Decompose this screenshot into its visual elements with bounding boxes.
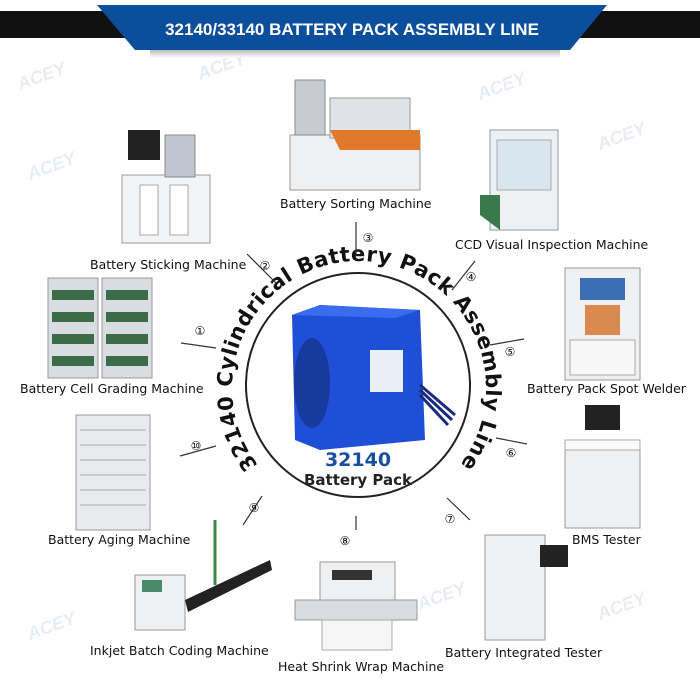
station-number: ③ — [363, 231, 374, 245]
pack-model: 32140 — [325, 449, 391, 471]
svg-text:ACEY: ACEY — [24, 147, 81, 184]
station-8: ⑧ Heat Shrink Wrap Machine — [278, 534, 444, 674]
station-label: CCD Visual Inspection Machine — [455, 237, 649, 252]
station-number: ④ — [466, 270, 477, 284]
station-number: ⑩ — [191, 439, 202, 453]
spot-welder-image — [564, 267, 641, 381]
svg-text:ACEY: ACEY — [414, 577, 471, 614]
station-number: ⑧ — [340, 534, 351, 548]
connector-lines — [179, 222, 528, 530]
station-number: ⑨ — [249, 501, 260, 515]
ccd-inspection-machine-image — [480, 129, 559, 231]
grading-machine-image — [47, 277, 153, 379]
header-banner: 32140/33140 BATTERY PACK ASSEMBLY LINE — [0, 5, 700, 58]
integrated-tester-image — [484, 534, 568, 641]
station-label: Battery Sticking Machine — [90, 257, 247, 272]
station-number: ⑥ — [506, 446, 517, 460]
svg-text:ACEY: ACEY — [24, 607, 81, 644]
station-10: ⑩ Battery Aging Machine — [48, 414, 202, 547]
station-2: ② Battery Sticking Machine — [90, 130, 270, 273]
station-label: BMS Tester — [572, 532, 642, 547]
aging-machine-image — [75, 414, 151, 531]
inkjet-coder-image — [134, 520, 272, 631]
station-label: Battery Integrated Tester — [445, 645, 603, 660]
sticking-machine-image — [121, 130, 211, 244]
battery-pack-image — [292, 305, 456, 450]
station-label: Heat Shrink Wrap Machine — [278, 659, 444, 674]
svg-text:ACEY: ACEY — [594, 587, 651, 624]
station-7: ⑦ Battery Integrated Tester — [445, 512, 603, 660]
bms-tester-image — [564, 405, 641, 529]
svg-text:ACEY: ACEY — [14, 57, 71, 94]
header-blue-ribbon — [97, 5, 607, 50]
station-number: ① — [195, 324, 206, 338]
station-9: ⑨ Inkjet Batch Coding Machine — [90, 501, 272, 658]
station-label: Battery Aging Machine — [48, 532, 191, 547]
station-number: ② — [260, 259, 271, 273]
station-6: ⑥ BMS Tester — [506, 405, 642, 547]
svg-text:ACEY: ACEY — [594, 117, 651, 154]
station-5: ⑤ Battery Pack Spot Welder — [505, 267, 687, 396]
station-number: ⑦ — [445, 512, 456, 526]
pack-name: Battery Pack — [304, 471, 413, 489]
station-label: Battery Sorting Machine — [280, 196, 432, 211]
center-ring: 32140 Cylindrical Battery Pack Assembly … — [213, 242, 505, 498]
station-1: ① Battery Cell Grading Machine — [20, 277, 206, 396]
station-label: Inkjet Batch Coding Machine — [90, 643, 269, 658]
svg-text:ACEY: ACEY — [474, 67, 531, 104]
page-title: 32140/33140 BATTERY PACK ASSEMBLY LINE — [165, 20, 539, 39]
ring-circle — [245, 272, 471, 498]
sorting-machine-image — [289, 79, 421, 191]
station-number: ⑤ — [505, 345, 516, 359]
station-label: Battery Pack Spot Welder — [527, 381, 687, 396]
station-label: Battery Cell Grading Machine — [20, 381, 204, 396]
station-4: ④ CCD Visual Inspection Machine — [455, 129, 649, 284]
station-3: ③ Battery Sorting Machine — [280, 79, 432, 245]
heat-shrink-machine-image — [294, 561, 418, 651]
